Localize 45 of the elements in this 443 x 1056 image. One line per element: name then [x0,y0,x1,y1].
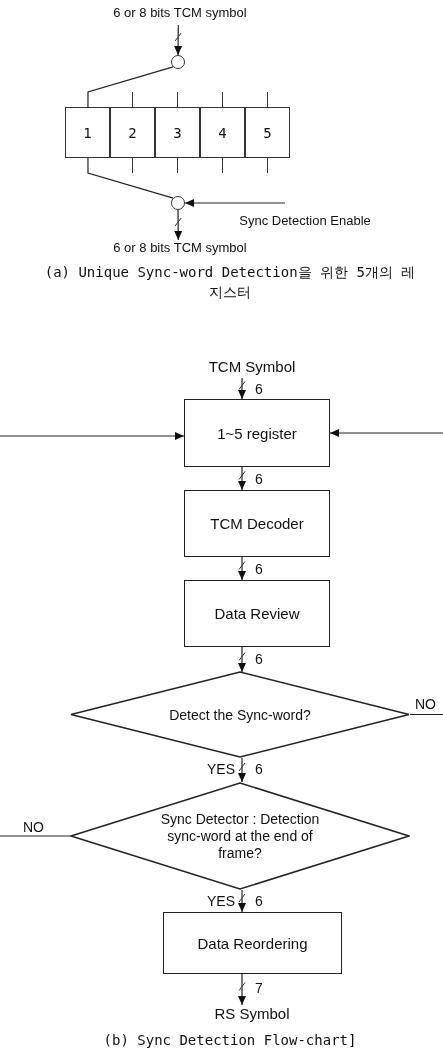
arrow [238,466,246,491]
edge-label: 6 [254,381,264,397]
signal-label: RS Symbol [190,1005,314,1025]
connector-line [0,835,71,837]
process-box: Data Review [184,580,330,647]
bus-width-label: 6 [254,893,264,909]
edge-label: NO [414,696,437,712]
connector-line [87,157,174,199]
decision-text: Sync Detector : Detection sync-word at the end of frame? [159,810,321,862]
bus-width-label: 6 [254,761,264,777]
arrow [238,889,246,913]
signal-label: Sync Detection Enable [210,203,400,231]
process-box: 1~5 register [184,399,330,467]
connector-line [409,713,443,716]
register-cell: 2 [110,107,155,158]
register-cell: 3 [155,107,200,158]
register-cell: 5 [245,107,290,158]
register-cell: 4 [200,107,245,158]
arrow [174,24,183,56]
register-cell: 1 [65,107,110,158]
arrow [329,429,443,437]
arrow [174,209,183,241]
figure-caption: (a) Unique Sync-word Detection을 위한 5개의 레지스터 [43,263,417,302]
decision-text: Detect the Sync-word? [168,706,312,723]
edge-label: YES [206,761,236,777]
arrow [238,556,246,581]
arrow [0,432,185,440]
edge-label: 6 [254,561,264,577]
signal-label: TCM Symbol [190,358,314,378]
figure-caption: (b) Sync Detection Flow-chart] [102,1031,358,1050]
edge-label: 6 [254,471,264,487]
signal-label: 6 or 8 bits TCM symbol [95,5,265,25]
signal-label: 6 or 8 bits TCM symbol [95,240,265,260]
arrow [184,199,286,207]
arrow [238,646,246,673]
process-box: Data Reordering [163,912,342,974]
arrow [238,757,246,783]
arrow [238,973,246,1006]
process-box: TCM Decoder [184,490,330,557]
edge-label: 7 [254,980,264,996]
edge-label: NO [22,819,45,835]
arrow [238,377,246,400]
edge-label: YES [206,893,236,909]
connector-line [87,66,174,108]
edge-label: 6 [254,651,264,667]
